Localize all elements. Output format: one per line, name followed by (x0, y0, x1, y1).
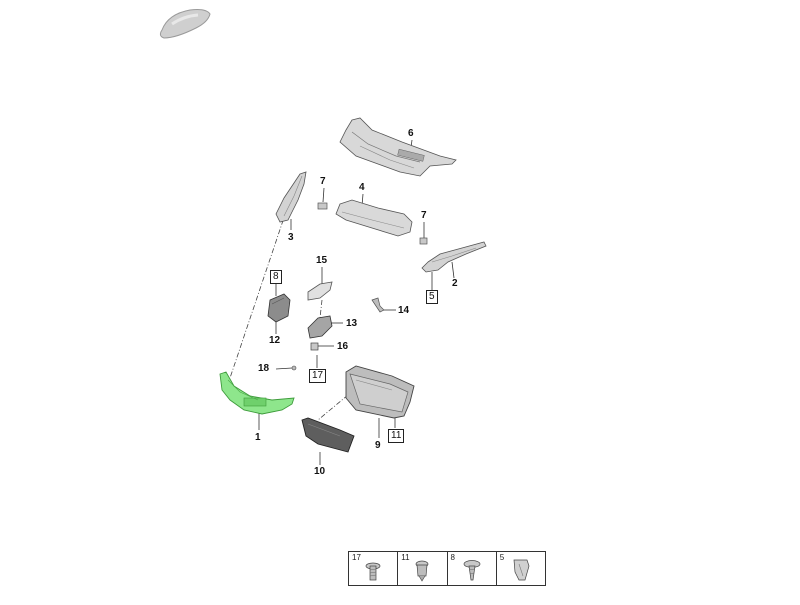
legend-number: 8 (450, 553, 455, 562)
callout-9[interactable]: 9 (375, 440, 381, 451)
callout-5[interactable]: 5 (426, 290, 438, 304)
part-13-bracket (307, 315, 333, 339)
part-3-pillar-trim (275, 171, 307, 223)
part-4-center-trim (335, 199, 413, 237)
callout-14[interactable]: 14 (398, 305, 410, 316)
part-9-storage-tray (345, 365, 415, 419)
screw-icon (463, 560, 480, 581)
part-18-fastener (291, 365, 297, 371)
callout-10[interactable]: 10 (314, 466, 326, 477)
fastener-legend: 17 11 8 5 (348, 551, 546, 586)
legend-number: 5 (499, 553, 505, 562)
callout-8[interactable]: 8 (270, 270, 282, 284)
callout-12[interactable]: 12 (269, 335, 281, 346)
callout-1[interactable]: 1 (255, 432, 261, 443)
clip-rivet-icon (415, 560, 429, 582)
callout-13[interactable]: 13 (346, 318, 358, 329)
legend-cell-11[interactable]: 11 (398, 552, 448, 585)
part-15-bracket (307, 281, 333, 301)
part-10-cover-panel (301, 417, 355, 453)
part-12-module (267, 293, 291, 323)
spring-clip-icon (513, 559, 530, 581)
part-16-fastener (310, 342, 319, 351)
part-7-clip-right (419, 237, 428, 245)
part-7-clip-left (317, 202, 328, 210)
part-6-cowl-panel (339, 117, 457, 177)
legend-cell-8[interactable]: 8 (448, 552, 497, 585)
callout-7-right[interactable]: 7 (421, 210, 427, 221)
vehicle-thumbnail-icon (159, 9, 211, 39)
part-2-side-trim (421, 241, 487, 273)
callout-2[interactable]: 2 (452, 278, 458, 289)
part-1-highlighted-trim (219, 371, 295, 415)
callout-17[interactable]: 17 (309, 369, 327, 383)
callout-11[interactable]: 11 (388, 429, 405, 443)
leader-lines (258, 139, 455, 465)
callout-4[interactable]: 4 (359, 182, 365, 193)
callout-7-left[interactable]: 7 (320, 176, 326, 187)
legend-number: 11 (401, 553, 410, 562)
callout-18[interactable]: 18 (258, 363, 270, 374)
callout-3[interactable]: 3 (288, 232, 294, 243)
callout-16[interactable]: 16 (337, 341, 349, 352)
callout-6[interactable]: 6 (408, 128, 414, 139)
part-14-hook (371, 297, 385, 313)
callout-15[interactable]: 15 (316, 255, 328, 266)
legend-cell-5[interactable]: 5 (497, 552, 545, 585)
legend-number: 17 (352, 553, 361, 562)
legend-cell-17[interactable]: 17 (349, 552, 399, 585)
bolt-icon (365, 562, 381, 581)
